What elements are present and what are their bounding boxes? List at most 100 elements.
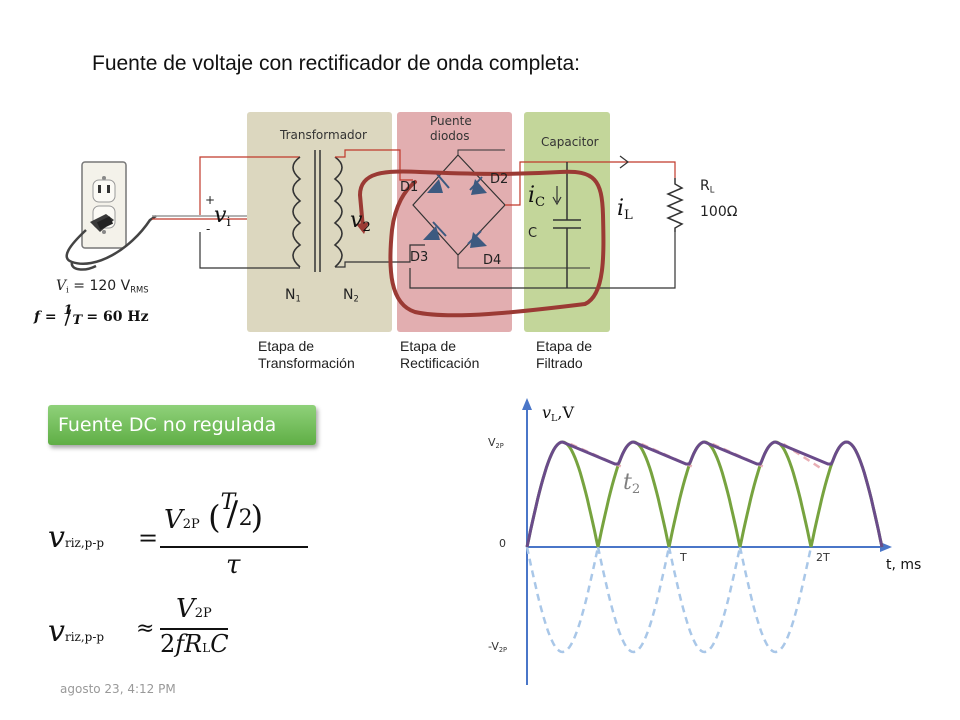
transformer-caption-line1: Etapa de [258, 338, 315, 354]
graph-y-label: vL,V [542, 403, 574, 424]
inverted-half-wave-dashed-1 [525, 546, 600, 654]
v2-main: v [350, 208, 363, 233]
dc-unregulated-badge[interactable]: Fuente DC no regulada [48, 405, 316, 445]
n1-main: N [285, 287, 296, 303]
f1-lhs-sub: riz,p-p [64, 536, 105, 550]
plug-cable [65, 214, 157, 265]
rectified-half-wave-3 [667, 440, 742, 548]
v2p-main: V [488, 436, 496, 449]
freq-val: = 60 Hz [81, 309, 149, 325]
rectifier-caption-line1: Etapa de [400, 338, 457, 354]
n2-main: N [343, 287, 354, 303]
neg-main: -V [488, 640, 499, 653]
filter-caption-line1: Etapa de [536, 338, 593, 354]
primary-plus-label: + [205, 193, 216, 207]
n2-sub: 2 [353, 293, 359, 304]
f1-num-sub: 2P [182, 517, 200, 532]
n2-label: N2 [343, 287, 359, 304]
diodes-label-line2: diodos [430, 129, 470, 143]
neg-sub: 2P [498, 645, 508, 654]
f1-paren-num: T [220, 490, 236, 515]
capacitor-c-label: C [528, 226, 538, 241]
x-axis-label: t, ms [886, 557, 922, 573]
graph-y-unit: ,V [557, 403, 575, 422]
ic-sub: C [535, 194, 546, 210]
f2-num-sub: 2P [194, 606, 212, 621]
resistor-icon [666, 178, 684, 232]
rl-value: 100Ω [700, 204, 738, 220]
f2-den-r: R [184, 630, 203, 658]
f1-paren-den: 2 [238, 506, 253, 531]
rectifier-stage [397, 112, 512, 332]
source-rms: RMS [130, 284, 149, 295]
diode-d1-icon [427, 173, 450, 193]
il-sub: L [624, 207, 633, 223]
f1-equals: = [138, 524, 159, 552]
f1-den: τ [226, 550, 241, 580]
diodes-label: Puente diodos [430, 114, 472, 144]
capacitor-label: Capacitor [541, 135, 599, 149]
transformer-secondary-coil [333, 156, 343, 268]
source-sub: i [66, 284, 69, 295]
ripple-formula-exact: vriz,p-p = V2P (T/2) τ [48, 470, 308, 580]
graph-y-main: v [542, 403, 552, 422]
filtered-output-envelope [525, 440, 884, 548]
neg-v2p-label: -V2P [488, 640, 507, 654]
filter-caption-line2: Filtrado [536, 355, 583, 371]
freq-den: T [72, 313, 83, 328]
graph-y-sub: L [551, 412, 558, 424]
diode-d3-icon [423, 221, 447, 240]
transformer-caption-line2: Transformación [258, 355, 355, 371]
vi-sub: i [226, 214, 231, 230]
diode-d2-icon [469, 176, 487, 195]
source-eq: = 120 V [68, 278, 131, 294]
primary-wire-top [199, 156, 300, 215]
transformer-caption: Etapa de Transformación [258, 338, 355, 372]
f2-lhs-main: v [48, 614, 65, 649]
v2-label: v2 [350, 208, 371, 235]
ic-label: iC [528, 183, 545, 210]
vi-label: vi [214, 203, 231, 230]
source-main: V [56, 278, 67, 294]
f2-den-rsub: L [202, 641, 211, 655]
inverted-half-wave-dashed-2 [596, 546, 671, 654]
n1-sub: 1 [295, 293, 301, 304]
freq-eq: = [40, 309, 62, 325]
freq-num: 1 [63, 303, 73, 318]
f2-num-main: V [176, 594, 195, 624]
footer-timestamp: agosto 23, 4:12 PM [60, 682, 176, 696]
f1-lhs-main: v [48, 520, 65, 555]
transformer-label: Transformador [280, 128, 367, 142]
n1-label: N1 [285, 287, 301, 304]
f2-den-b: f [175, 630, 185, 658]
tick-t-label: T [680, 551, 687, 564]
il-main: i [617, 196, 625, 221]
current-loop-arrow [357, 169, 606, 318]
f2-lhs-sub: riz,p-p [64, 630, 105, 644]
inverted-half-wave-dashed-4 [738, 546, 813, 654]
t2-label: t2 [623, 470, 640, 497]
diodes-label-line1: Puente [430, 114, 472, 128]
freq-f: f [34, 309, 41, 325]
decay-extension-4 [782, 442, 822, 470]
rl-sub: L [709, 184, 715, 195]
page-title: Fuente de voltaje con rectificador de on… [92, 52, 580, 75]
zero-label: 0 [499, 537, 506, 550]
rectifier-caption-line2: Rectificación [400, 355, 480, 371]
d2-label: D2 [490, 172, 509, 187]
d1-label: D1 [400, 180, 419, 195]
il-label: iL [617, 196, 633, 223]
ic-main: i [528, 183, 536, 208]
d4-label: D4 [483, 253, 502, 268]
wall-outlet-icon [81, 161, 127, 249]
v2p-label: V2P [488, 436, 504, 450]
f2-den-c: C [210, 630, 229, 658]
primary-wire-bottom [199, 232, 300, 269]
d3-label: D3 [410, 250, 429, 265]
v2-sub: 2 [362, 219, 371, 235]
f1-num-main: V [164, 505, 183, 535]
ripple-formula-approx: vriz,p-p ≈ V2P 2fRLC [48, 592, 288, 672]
rectified-half-wave-4 [738, 440, 813, 548]
